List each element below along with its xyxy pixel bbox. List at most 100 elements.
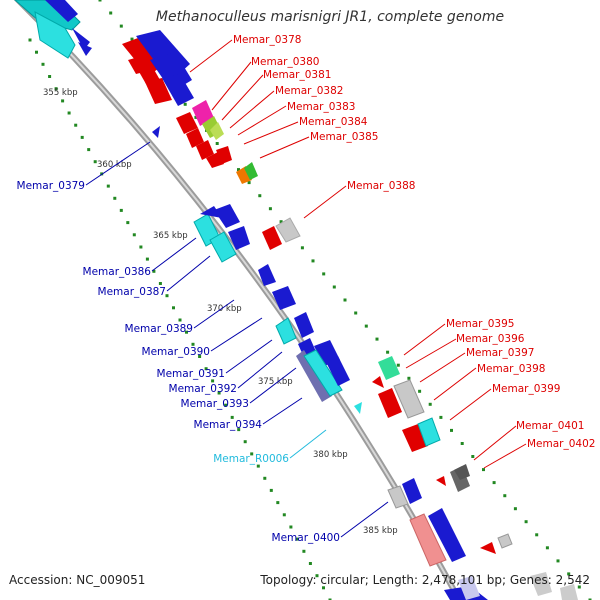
track-dot bbox=[311, 259, 315, 263]
track-dot bbox=[119, 208, 123, 212]
track-dot bbox=[204, 367, 208, 371]
gene-memar-0394[interactable] bbox=[326, 356, 350, 386]
track-dot bbox=[35, 50, 38, 54]
gene-memar-0389[interactable] bbox=[258, 264, 276, 286]
label-memar-0394[interactable]: Memar_0394 bbox=[194, 419, 263, 431]
accession-text: Accession: NC_009051 bbox=[9, 573, 146, 587]
track-dot bbox=[524, 520, 528, 524]
track-dot bbox=[588, 598, 592, 600]
track-dot bbox=[93, 160, 97, 164]
track-dot bbox=[132, 233, 136, 237]
track-dot bbox=[178, 318, 182, 322]
label-memar-0397[interactable]: Memar_0397 bbox=[466, 347, 534, 359]
gene-memar-0388[interactable] bbox=[262, 226, 282, 250]
label-memar-0388[interactable]: Memar_0388 bbox=[347, 180, 415, 192]
label-memar-0379[interactable]: Memar_0379 bbox=[17, 180, 85, 192]
track-dot bbox=[396, 363, 400, 367]
track-dot bbox=[198, 355, 202, 358]
feature-top-left bbox=[14, 0, 92, 59]
track-dot bbox=[80, 135, 84, 139]
gene-memar-0395[interactable] bbox=[378, 356, 400, 380]
track-dot bbox=[418, 389, 422, 393]
label-memar-0383[interactable]: Memar_0383 bbox=[287, 101, 355, 113]
rna-labels: Memar_R0006 bbox=[213, 453, 289, 465]
gene-memar-0396[interactable] bbox=[372, 376, 384, 388]
track-dot bbox=[386, 350, 390, 354]
label-memar-0400[interactable]: Memar_0400 bbox=[272, 532, 340, 544]
track-dot bbox=[67, 111, 71, 115]
track-dot bbox=[428, 402, 432, 406]
label-memar-0395[interactable]: Memar_0395 bbox=[446, 318, 514, 330]
track-dot bbox=[256, 464, 260, 468]
track-dot bbox=[268, 207, 272, 211]
gene-memar-0398[interactable] bbox=[402, 424, 428, 452]
gene-memar-0401[interactable] bbox=[436, 476, 446, 486]
label-memar-0378[interactable]: Memar_0378 bbox=[233, 34, 301, 46]
track-dot bbox=[237, 168, 240, 172]
track-dot bbox=[407, 376, 411, 380]
label-memar-0391[interactable]: Memar_0391 bbox=[157, 368, 225, 380]
gene-memar-r0006[interactable] bbox=[354, 402, 362, 414]
track-dot bbox=[48, 75, 52, 78]
track-dot bbox=[250, 452, 254, 456]
label-memar-0380[interactable]: Memar_0380 bbox=[251, 56, 319, 68]
gene-memar-0384[interactable] bbox=[176, 112, 198, 134]
label-memar-0399[interactable]: Memar_0399 bbox=[492, 383, 560, 395]
topology-summary: Topology: circular; Length: 2,478,101 bp… bbox=[260, 573, 590, 587]
track-dot bbox=[126, 221, 130, 225]
track-dot bbox=[322, 272, 326, 276]
ruler-label-380: 380 kbp bbox=[313, 450, 348, 460]
track-dot bbox=[282, 513, 286, 517]
leader-lines bbox=[85, 39, 527, 538]
gene-memar-0387[interactable] bbox=[209, 231, 237, 263]
gene-memar-0382[interactable] bbox=[192, 100, 214, 126]
track-dot bbox=[211, 379, 215, 383]
gene-memar-0379[interactable] bbox=[152, 126, 160, 138]
track-dot bbox=[375, 337, 379, 341]
label-memar-0393[interactable]: Memar_0393 bbox=[181, 398, 249, 410]
label-memar-0384[interactable]: Memar_0384 bbox=[299, 116, 368, 128]
track-dot bbox=[247, 181, 251, 185]
gene-memar-0399[interactable] bbox=[417, 417, 441, 447]
gene-memar-0385[interactable] bbox=[196, 140, 214, 160]
forward-labels: Memar_0378 Memar_0380 Memar_0381 Memar_0… bbox=[233, 34, 595, 450]
track-dot bbox=[98, 0, 102, 2]
track-dot bbox=[113, 196, 117, 200]
track-dot bbox=[74, 123, 78, 127]
label-memar-0402[interactable]: Memar_0402 bbox=[527, 438, 595, 450]
track-dot bbox=[343, 298, 347, 302]
gene-memar-0393[interactable] bbox=[296, 350, 332, 402]
gene-memar-0391[interactable] bbox=[275, 317, 297, 345]
label-memar-0386[interactable]: Memar_0386 bbox=[83, 266, 152, 278]
track-dot bbox=[556, 559, 560, 563]
track-dot bbox=[224, 403, 228, 407]
gene-memar-0390[interactable] bbox=[272, 286, 296, 310]
track-dot bbox=[28, 38, 32, 42]
label-memar-0385[interactable]: Memar_0385 bbox=[310, 131, 378, 143]
gene-memar-0397[interactable] bbox=[378, 388, 402, 418]
track-dot bbox=[185, 330, 188, 334]
track-dot bbox=[535, 533, 539, 537]
gene-memar-0378[interactable] bbox=[122, 38, 165, 76]
gene-memar-0400[interactable] bbox=[402, 478, 422, 504]
label-memar-0389[interactable]: Memar_0389 bbox=[125, 323, 193, 335]
ruler-label-370: 370 kbp bbox=[207, 304, 242, 314]
label-memar-r0006[interactable]: Memar_R0006 bbox=[213, 453, 289, 465]
label-memar-0392[interactable]: Memar_0392 bbox=[169, 383, 237, 395]
label-memar-0381[interactable]: Memar_0381 bbox=[263, 69, 331, 81]
track-dot bbox=[119, 24, 123, 28]
label-memar-0401[interactable]: Memar_0401 bbox=[516, 420, 584, 432]
track-dot bbox=[577, 585, 581, 589]
track-dot bbox=[172, 306, 175, 310]
ruler-label-360: 360 kbp bbox=[97, 160, 132, 170]
ruler-label-355: 355 kbp bbox=[43, 88, 78, 98]
gene-memar-0381[interactable] bbox=[138, 66, 160, 84]
label-memar-0387[interactable]: Memar_0387 bbox=[98, 286, 166, 298]
label-memar-0382[interactable]: Memar_0382 bbox=[275, 85, 343, 97]
track-dot bbox=[230, 415, 234, 419]
label-memar-0396[interactable]: Memar_0396 bbox=[456, 333, 525, 345]
label-memar-0398[interactable]: Memar_0398 bbox=[477, 363, 545, 375]
track-dot bbox=[87, 148, 91, 152]
label-memar-0390[interactable]: Memar_0390 bbox=[142, 346, 210, 358]
track-dot bbox=[295, 537, 299, 541]
